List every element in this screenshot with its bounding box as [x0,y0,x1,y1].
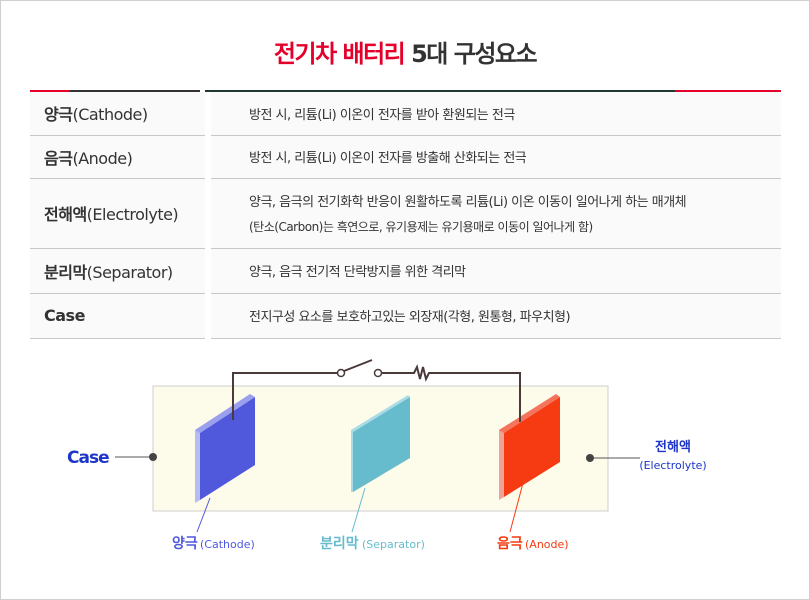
title-highlight: 전기차 배터리 [273,40,406,68]
cathode-plate [200,397,255,500]
anode-label-en: (Anode) [525,538,569,551]
anode-plate [504,397,560,497]
cathode-label-en: (Cathode) [200,538,255,551]
cathode-top [195,394,255,433]
electrolyte-label-en: (Electrolyte) [639,459,706,472]
separator-pointer [351,487,366,533]
term-ko: 양극 [44,105,73,125]
components-table: 양극(Cathode) 방전 시, 리튬(Li) 이온이 전자를 받아 환원되는… [30,92,781,339]
term-ko: Case [44,306,85,325]
header-accent-red-right [675,90,781,92]
switch-terminal [373,368,383,378]
separator-label-ko: 분리막 [320,535,359,552]
title-rest: 5대 구성요소 [411,40,537,68]
term-en: (Anode) [72,148,133,168]
table-row: 음극(Anode) 방전 시, 리튬(Li) 이온이 전자를 방출해 산화되는 … [30,135,781,179]
table-row: 분리막(Separator) 양극, 음극 전기적 단락방지를 위한 격리막 [30,248,781,294]
term-ko: 전해액 [44,205,87,224]
term: 음극(Anode) [30,135,211,179]
page-title: 전기차 배터리 5대 구성요소 [0,34,810,69]
separator-label-en: (Separator) [362,538,425,551]
table-row: Case 전지구성 요소를 보호하고있는 외장재(각형, 원통형, 파우치형) [30,293,781,339]
table-row: 전해액(Electrolyte) 양극, 음극의 전기화학 반응이 원활하도록 … [30,178,781,249]
cathode-pointer [196,497,211,533]
term: 전해액(Electrolyte) [30,178,211,249]
anode-label-ko: 음극 [497,536,523,552]
table-row: 양극(Cathode) 방전 시, 리튬(Li) 이온이 전자를 받아 환원되는… [30,92,781,136]
resistor-icon [382,364,521,420]
description: 양극, 음극 전기적 단락방지를 위한 격리막 [208,248,781,294]
case-label: Case [67,448,109,468]
term: 양극(Cathode) [30,92,211,136]
anode-top [499,394,560,433]
term-en: (Cathode) [72,105,148,125]
separator-plate [353,397,410,492]
description: 방전 시, 리튬(Li) 이온이 전자를 방출해 산화되는 전극 [208,135,781,179]
electrolyte-dot [586,454,594,462]
header-accent-red-left [30,90,70,92]
case-dot [149,453,157,461]
switch-terminal [336,368,346,378]
term-en: (Separator) [86,262,173,282]
term: 분리막(Separator) [30,248,211,294]
separator-edge [351,395,410,492]
description: 방전 시, 리튬(Li) 이온이 전자를 받아 환원되는 전극 [208,92,781,136]
cathode-edge [195,427,200,503]
term: Case [30,293,211,339]
cathode-label-ko: 양극 [172,536,198,552]
term-en: (Electrolyte) [86,205,179,224]
header-line-left [70,90,200,92]
electrolyte-label-ko: 전해액 [655,439,691,455]
description-main: 양극, 음극의 전기화학 반응이 원활하도록 리튬(Li) 이온 이동이 일어나… [249,195,687,210]
switch-icon [343,359,373,372]
description: 양극, 음극의 전기화학 반응이 원활하도록 리튬(Li) 이온 이동이 일어나… [208,178,781,249]
header-line-right [205,90,675,92]
description: 전지구성 요소를 보호하고있는 외장재(각형, 원통형, 파우치형) [208,293,781,339]
description-note: (탄소(Carbon)는 흑연으로, 유기용제는 유기용매로 이동이 일어나게 … [249,220,593,234]
anode-pointer [509,482,524,533]
anode-edge [499,427,504,500]
term-ko: 분리막 [44,262,87,282]
term-ko: 음극 [44,148,73,168]
